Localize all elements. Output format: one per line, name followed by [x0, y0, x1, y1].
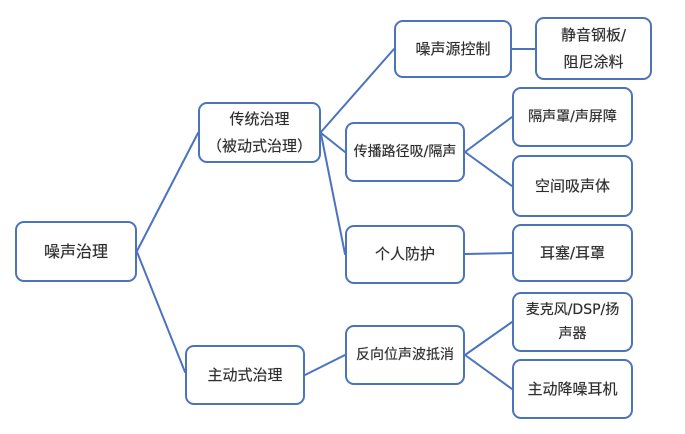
node-label: 主动降噪耳机	[527, 379, 618, 398]
node-enclosure-barrier: 隔声罩/声屏障	[512, 87, 633, 147]
node-label: 噪声源控制	[415, 39, 491, 58]
node-space-absorber: 空间吸声体	[512, 155, 633, 217]
node-traditional-control: 传统治理 （被动式治理）	[198, 102, 321, 163]
node-label: 空间吸声体	[534, 176, 610, 195]
node-label: 噪声治理	[43, 241, 108, 261]
node-earplug-earmuff: 耳塞/耳罩	[512, 224, 633, 282]
node-noise-source-control: 噪声源控制	[394, 20, 512, 78]
edge-path-cover	[464, 116, 513, 153]
node-label: 传统治理 （被动式治理）	[206, 110, 312, 155]
node-label: 反向位声波抵消	[356, 346, 454, 363]
edge-active-anti	[304, 354, 346, 376]
node-anc-headphones: 主动降噪耳机	[512, 359, 633, 419]
node-personal-protection: 个人防护	[345, 225, 465, 284]
node-label: 耳塞/耳罩	[539, 243, 606, 262]
edge-anti-anc	[464, 354, 513, 390]
node-label: 麦克风/DSP/扬 声器	[525, 301, 620, 343]
node-label: 隔声罩/声屏障	[528, 108, 617, 125]
edge-trad-src	[320, 48, 395, 133]
node-mic-dsp-speaker: 麦克风/DSP/扬 声器	[512, 292, 633, 352]
node-label: 传播路径吸/隔声	[353, 143, 457, 160]
edge-path-absorb	[464, 151, 513, 187]
node-label: 个人防护	[374, 245, 435, 264]
node-label: 静音钢板/ 阻尼涂料	[560, 26, 627, 71]
edge-trad-path	[320, 132, 346, 153]
node-transmission-path: 传播路径吸/隔声	[345, 122, 465, 182]
edge-root-trad	[136, 132, 199, 252]
edge-personal-ear	[464, 252, 513, 255]
edge-root-active	[136, 251, 186, 373]
edge-anti-mic	[464, 321, 513, 356]
node-antiphase-cancellation: 反向位声波抵消	[345, 325, 465, 385]
node-silent-steel-damping: 静音钢板/ 阻尼涂料	[535, 17, 652, 80]
edge-trad-personal	[320, 133, 346, 255]
node-label: 主动式治理	[207, 365, 283, 384]
node-noise-control: 噪声治理	[15, 221, 137, 282]
node-active-control: 主动式治理	[185, 345, 305, 405]
